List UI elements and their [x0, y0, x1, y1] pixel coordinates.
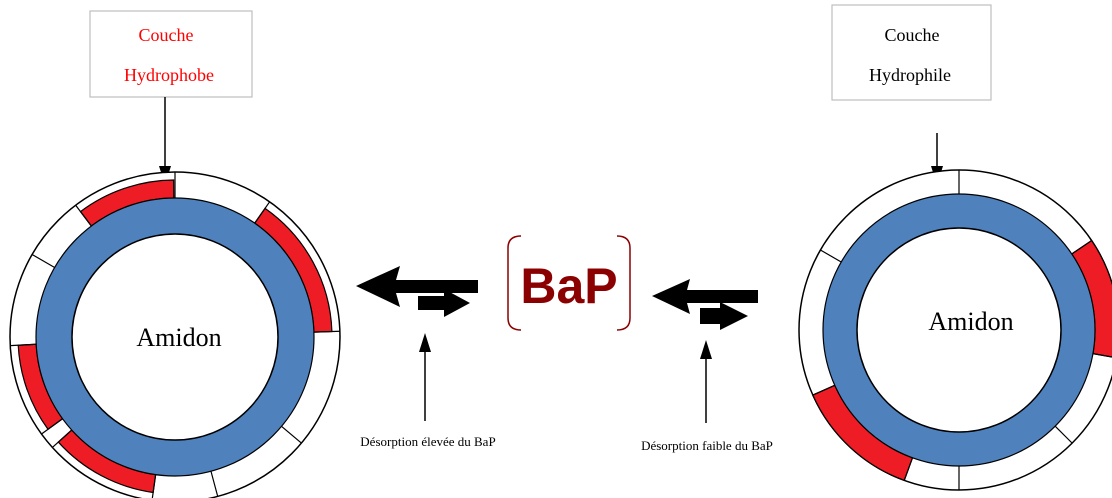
left-label-line1: Couche [139, 25, 194, 45]
left-amidon-label: Amidon [136, 323, 221, 352]
bap-right-bracket [616, 235, 631, 331]
right-label-line1: Couche [885, 25, 940, 45]
left-layer-divider-11 [75, 204, 92, 227]
right-label-box: Couche Hydrophile [831, 4, 992, 101]
right-layer-dividers [812, 170, 1112, 490]
left-starch-core [71, 233, 279, 441]
left-big-arrow [356, 266, 478, 307]
left-layer-divider-8 [41, 418, 63, 435]
left-layer-divider-10 [31, 253, 55, 269]
right-amidon-label: Amidon [928, 307, 1013, 336]
left-label-line2: Hydrophobe [124, 65, 214, 85]
left-label-box: Couche Hydrophobe [89, 10, 253, 98]
right-layer-divider-3 [1092, 353, 1112, 358]
left-layer-divider-7 [51, 429, 73, 448]
right-layer-divider-2 [1071, 240, 1092, 255]
right-small-arrow [700, 302, 748, 330]
right-caption-pointer [700, 340, 712, 423]
bap-left-bracket [507, 235, 522, 331]
right-layer-divider-6 [903, 457, 914, 481]
right-caption: Désorption faible du BaP [641, 438, 773, 453]
left-small-arrow [418, 289, 470, 317]
left-layer-divider-5 [210, 471, 219, 497]
left-caption: Désorption élevée du BaP [360, 434, 495, 449]
left-layer-divider-4 [281, 425, 302, 444]
right-big-arrow [652, 279, 758, 314]
right-layer-divider-7 [812, 384, 836, 396]
right-starch-granule: Amidon [798, 169, 1112, 491]
left-caption-pointer [419, 333, 431, 421]
bap-label: BaP [520, 258, 617, 314]
right-label-line2: Hydrophile [869, 65, 951, 85]
left-layer-divider-9 [10, 343, 37, 347]
right-layer-divider-8 [820, 249, 842, 263]
bap-molecule: BaP [507, 235, 631, 331]
left-starch-granule: Amidon [9, 171, 341, 498]
right-starch-core [856, 227, 1062, 433]
right-layer-divider-4 [1054, 425, 1073, 444]
left-layer-divider-3 [313, 330, 340, 333]
right-equilibrium-arrows [652, 279, 758, 330]
left-layer-divider-6 [151, 474, 157, 498]
left-layer-divider-2 [254, 201, 271, 224]
left-equilibrium-arrows [356, 266, 478, 317]
